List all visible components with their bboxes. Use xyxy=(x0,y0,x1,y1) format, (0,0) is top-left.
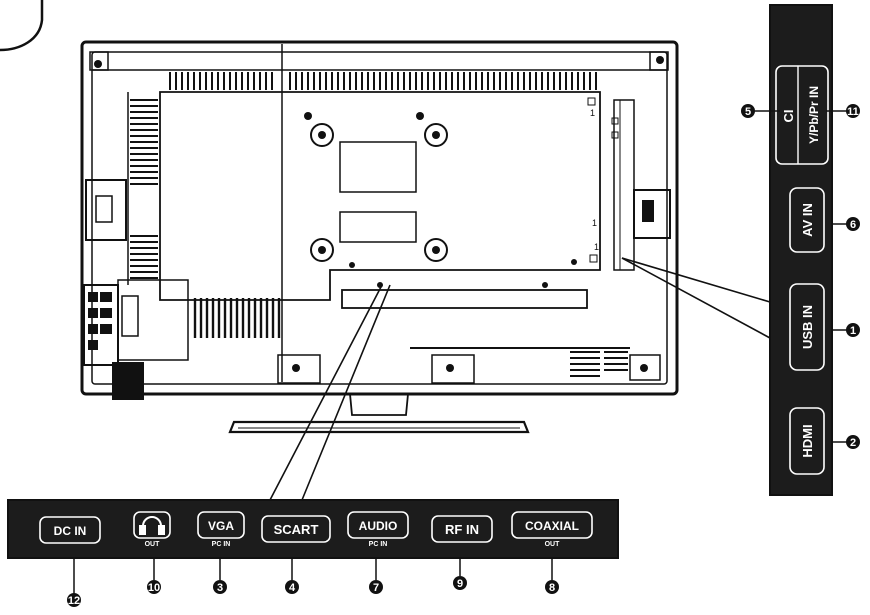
port-label-usb-in: USB IN xyxy=(800,305,815,349)
port-label-ci: CI xyxy=(781,110,796,123)
port-sub-coaxial: OUT xyxy=(545,541,561,548)
callout-8: 8 xyxy=(549,582,555,594)
vesa-screws xyxy=(304,112,448,262)
right-slot xyxy=(613,99,635,271)
bottom-connector-block xyxy=(83,279,189,400)
tv-stand xyxy=(228,393,530,434)
callout-5: 5 xyxy=(745,106,751,118)
port-label-audio: AUDIO xyxy=(359,519,398,533)
port-sub-vga: PC IN xyxy=(212,541,231,548)
callout-12: 12 xyxy=(68,595,80,607)
callout-9: 9 xyxy=(457,578,463,590)
port-label-rf-in: RF IN xyxy=(445,522,479,537)
callout-2: 2 xyxy=(850,437,856,449)
port-label-scart: SCART xyxy=(274,522,319,537)
left-hinge xyxy=(85,179,127,241)
port-label-coaxial: COAXIAL xyxy=(525,519,579,533)
right-hinge xyxy=(633,189,671,239)
side-callouts: 5 11 6 1 2 xyxy=(741,104,860,449)
tv-back-view: 1 1 1 xyxy=(80,40,679,400)
callout-1: 1 xyxy=(850,325,856,337)
marking-3: 1 xyxy=(594,242,599,252)
port-label-vga: VGA xyxy=(208,519,234,533)
marking-2: 1 xyxy=(592,218,597,228)
marking-1: 1 xyxy=(590,108,595,118)
callout-4: 4 xyxy=(289,582,296,594)
callout-7: 7 xyxy=(373,582,379,594)
callout-11: 11 xyxy=(847,106,859,118)
port-label-ypbpr: Y/Pb/Pr IN xyxy=(807,86,821,144)
headphone-icon xyxy=(139,516,165,535)
bottom-panel-background xyxy=(7,499,619,559)
corner-fragment xyxy=(0,0,44,52)
callout-3: 3 xyxy=(217,582,223,594)
top-vents xyxy=(169,72,597,90)
bottom-vents xyxy=(193,298,281,338)
center-label-upper xyxy=(339,141,417,193)
bottom-callouts: 12 10 3 4 7 9 8 xyxy=(67,558,559,607)
center-label-lower xyxy=(339,211,417,243)
tv-inner-frame xyxy=(91,51,668,385)
port-label-hdmi: HDMI xyxy=(800,424,815,457)
bottom-connector-panel: DC IN OUT VGA PC IN SCART AUDIO PC IN RF… xyxy=(7,499,619,559)
side-connector-panel: CI Y/Pb/Pr IN AV IN USB IN HDMI xyxy=(769,4,833,496)
leader-lines xyxy=(269,257,771,501)
port-label-dc-in: DC IN xyxy=(54,524,87,538)
port-label-av-in: AV IN xyxy=(800,203,815,237)
lower-slot xyxy=(341,289,588,309)
tv-outer-frame xyxy=(80,40,679,396)
port-sub-headphone: OUT xyxy=(145,541,161,548)
back-plate xyxy=(159,91,601,301)
port-sub-audio: PC IN xyxy=(369,541,388,548)
left-vents xyxy=(130,99,158,279)
callout-10: 10 xyxy=(148,582,160,594)
callout-6: 6 xyxy=(850,219,856,231)
